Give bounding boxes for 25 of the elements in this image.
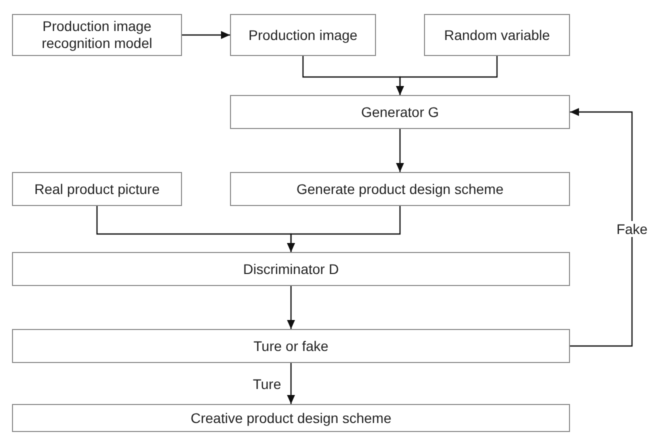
process-box	[12, 14, 182, 56]
box-label: Generate product design scheme	[296, 180, 504, 198]
process-box	[230, 95, 570, 129]
process-box	[12, 252, 570, 286]
arrow	[396, 56, 498, 95]
box-label: Production image	[248, 26, 358, 44]
process-box	[230, 172, 570, 206]
arrow	[287, 286, 295, 329]
arrow	[182, 31, 230, 39]
box-label: Real product picture	[34, 180, 160, 198]
box-label: Creative product design scheme	[190, 410, 392, 426]
process-box	[424, 14, 570, 56]
process-box	[12, 404, 570, 432]
process-box	[12, 329, 570, 363]
process-box	[230, 14, 376, 56]
box-label: Random variable	[444, 26, 550, 44]
box-label: Discriminator D	[243, 260, 339, 278]
process-box	[12, 172, 182, 206]
arrow	[287, 363, 295, 404]
arrow	[396, 129, 404, 172]
arrow	[570, 108, 633, 347]
box-label: Generator G	[361, 104, 439, 120]
box-label: Ture or fake	[254, 338, 328, 354]
box-label: Production image recognition model	[40, 18, 154, 52]
arrow	[287, 206, 401, 252]
